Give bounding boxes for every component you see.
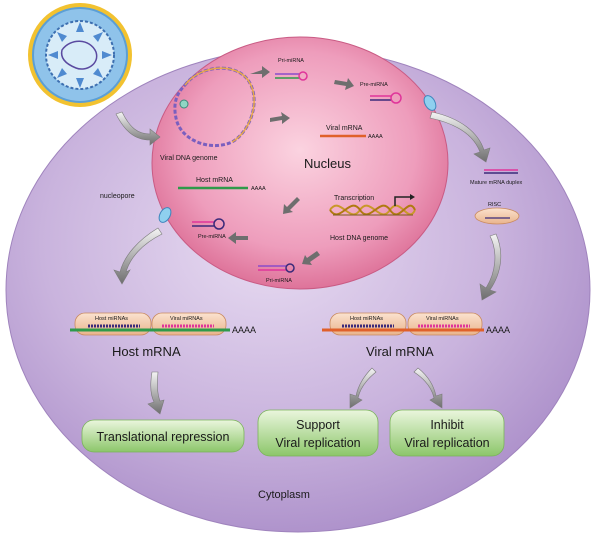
pri-mirna-top-label: Pri-miRNA: [278, 58, 304, 64]
host-dna-genome-label: Host DNA genome: [330, 235, 388, 242]
viral-mrna-label: Viral mRNA: [326, 125, 363, 132]
inhibit-line2: Viral replication: [404, 436, 489, 450]
curved-arrow-icon: [228, 66, 354, 265]
curved-arrow-icon: [113, 111, 502, 415]
hairpin-icon: [275, 71, 308, 81]
hairpin-icon: [370, 92, 402, 104]
mature-mrna-duplex-label: Mature mRNA duplex: [470, 180, 523, 186]
viral-complex-tail: AAAA: [486, 325, 510, 335]
host-mrna-complex: [70, 312, 230, 336]
support-replication-box: [257, 409, 379, 457]
support-line1: Support: [296, 418, 340, 432]
host-complex-host-mirnas: Host miRNAs: [95, 316, 128, 322]
hairpin-icon: [192, 218, 225, 230]
host-complex-tail: AAAA: [232, 325, 256, 335]
support-line2: Viral replication: [275, 436, 360, 450]
viral-complex-host-mirnas: Host miRNAs: [350, 316, 383, 322]
inhibit-line1: Inhibit: [430, 418, 464, 432]
host-complex-viral-mirnas: Viral miRNAs: [170, 316, 203, 322]
risc-label: RISC: [488, 202, 501, 208]
pre-mirna-bottom-label: Pre-miRNA: [198, 234, 226, 240]
viral-dna-genome: [173, 66, 256, 148]
hairpin-icon: [258, 263, 295, 273]
pre-mirna-top-label: Pre-miRNA: [360, 82, 388, 88]
mature-mrna-duplex-icon: [484, 169, 518, 174]
nucleopore-icon: [158, 95, 437, 223]
cytoplasm-label: Cytoplasm: [258, 489, 310, 501]
host-complex-title: Host mRNA: [112, 344, 181, 359]
host-mrna-label: Host mRNA: [196, 177, 233, 184]
host-mrna-tail: AAAA: [251, 186, 266, 192]
pri-mirna-bottom-label: Pri-miRNA: [266, 278, 292, 284]
virus-particle-icon: [28, 3, 132, 107]
translational-repression-label: Translational repression: [97, 430, 230, 444]
viral-mrna-complex: [322, 312, 484, 336]
viral-complex-title: Viral mRNA: [366, 344, 434, 359]
transcription-label: Transcription: [334, 195, 374, 202]
inhibit-replication-box: [389, 409, 505, 457]
dna-helix-icon: [329, 194, 416, 216]
nucleus-title: Nucleus: [304, 156, 351, 171]
viral-complex-viral-mirnas: Viral miRNAs: [426, 316, 459, 322]
viral-mrna-tail: AAAA: [368, 134, 383, 140]
nucleopore-label: nucleopore: [100, 193, 135, 200]
risc-icon: [474, 207, 520, 225]
translational-repression-box: [81, 419, 245, 453]
viral-dna-genome-label: Viral DNA genome: [160, 155, 218, 162]
